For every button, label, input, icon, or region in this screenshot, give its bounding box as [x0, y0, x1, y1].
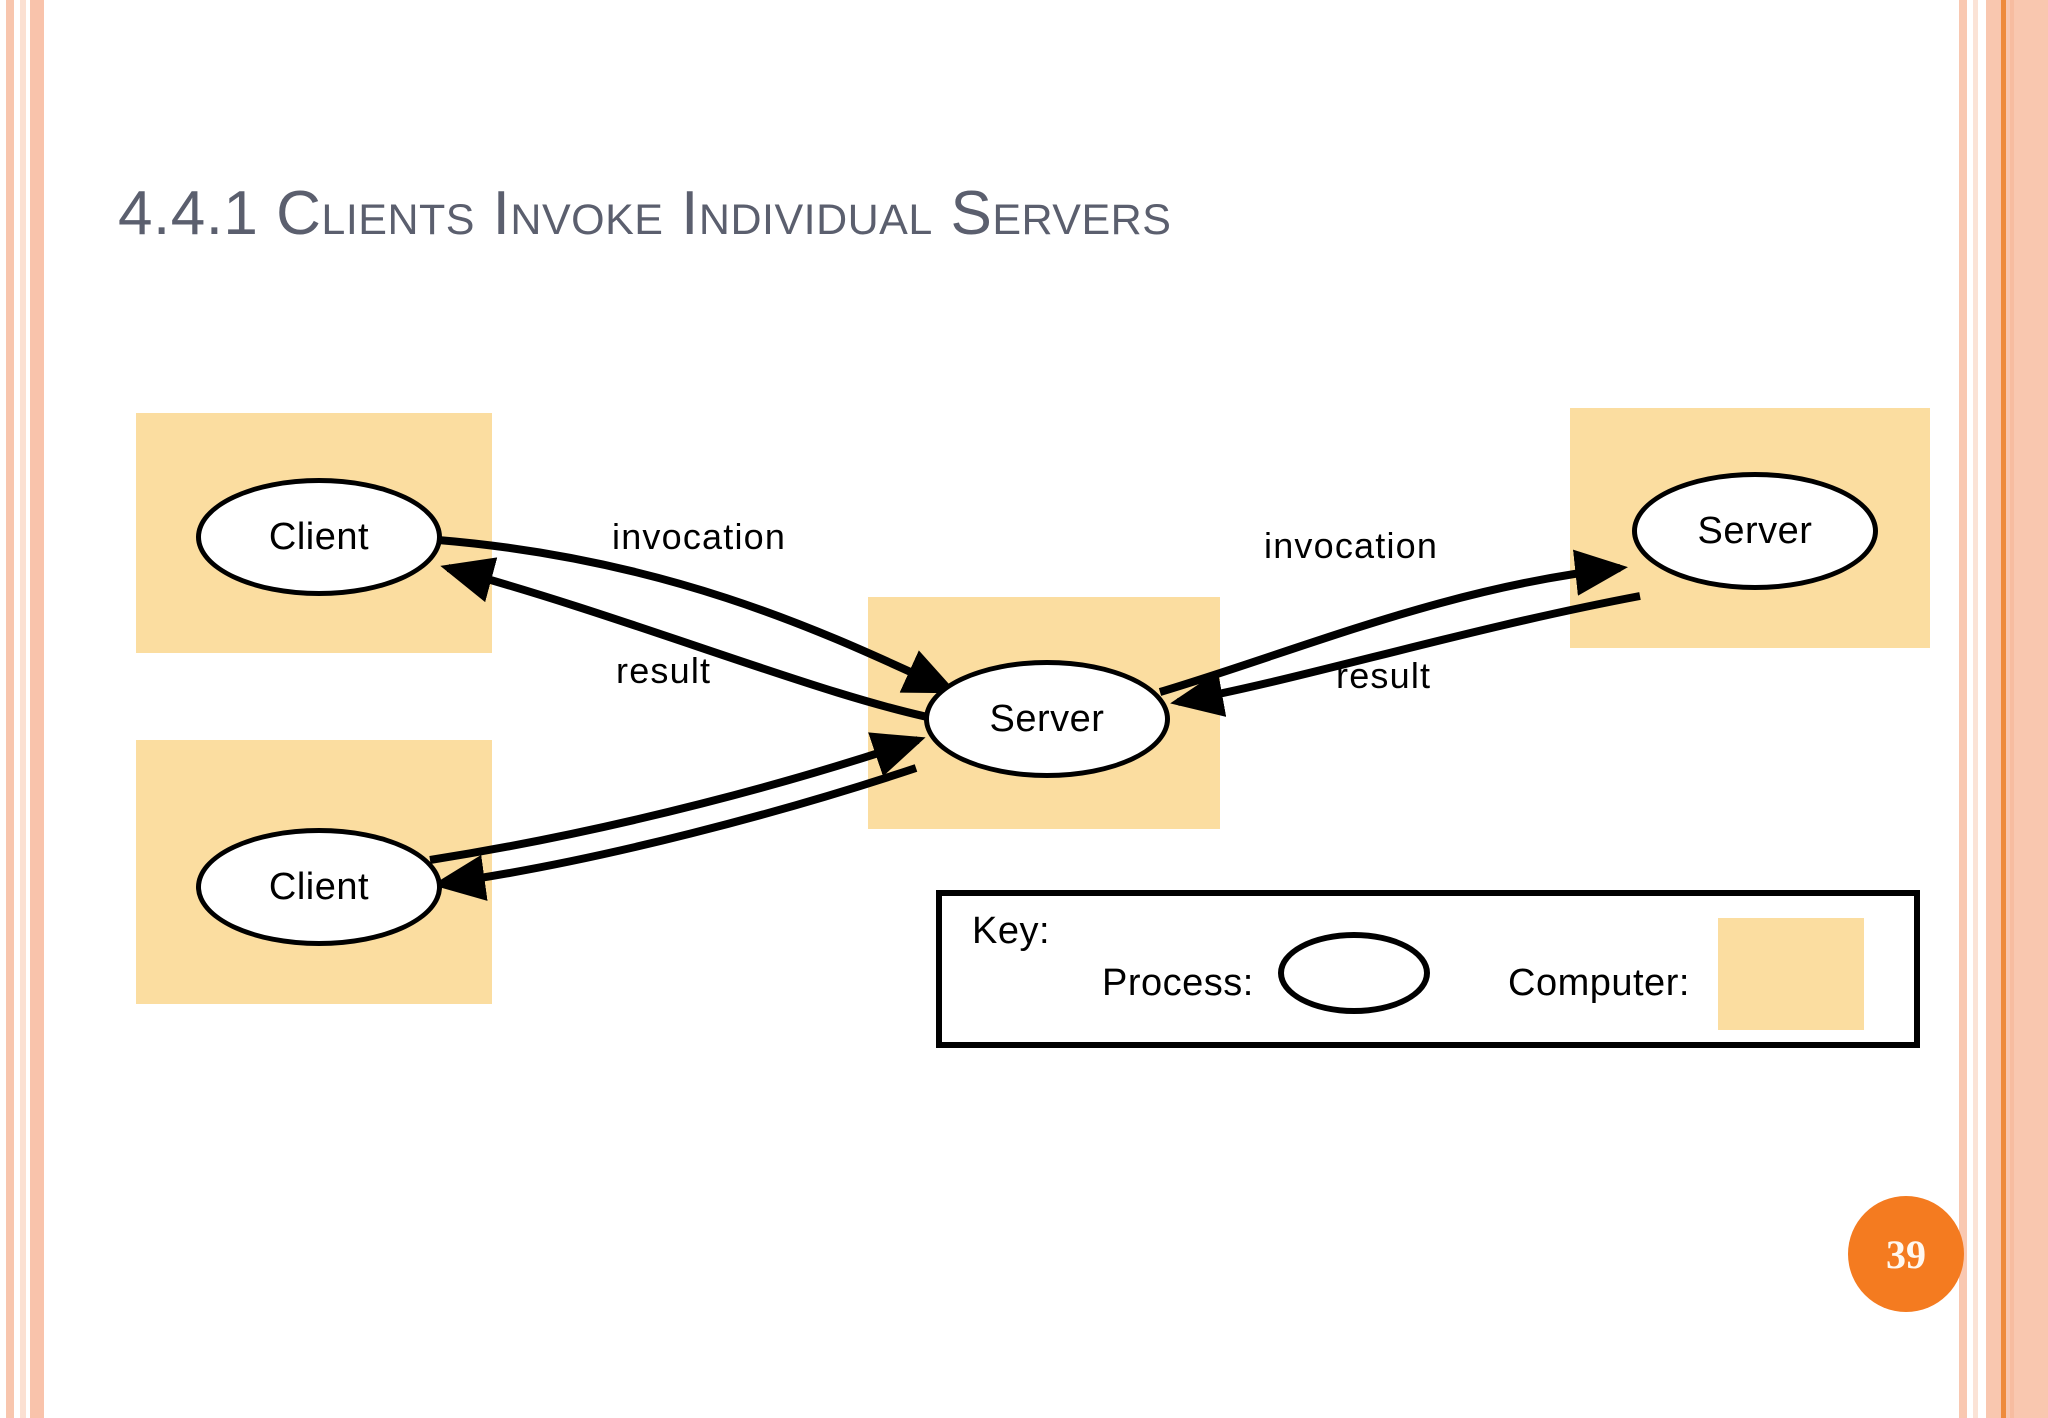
- key-process-ellipse-icon: [1278, 932, 1430, 1014]
- key-process-label: Process:: [1102, 962, 1254, 1004]
- border-stripe-right-accent: [2001, 0, 2006, 1418]
- page-number-badge: 39: [1848, 1196, 1964, 1312]
- border-stripe-right-light: [2010, 0, 2014, 1418]
- edge-client-bottom-invocation: [429, 732, 926, 864]
- border-stripe-right-thin: [1959, 0, 1967, 1418]
- edge-client-bottom-result: [432, 764, 918, 901]
- key-legend: Key: Process: Computer:: [936, 890, 1920, 1048]
- key-computer-swatch-icon: [1718, 918, 1864, 1030]
- key-computer-label: Computer:: [1508, 962, 1690, 1004]
- node-client-bottom[interactable]: Client: [196, 828, 442, 946]
- edge-label-result-right: result: [1336, 655, 1432, 696]
- edge-label-invocation-right: invocation: [1264, 525, 1439, 566]
- page-title-text: Clients Invoke Individual Servers: [276, 179, 1172, 248]
- node-client-top[interactable]: Client: [196, 478, 442, 596]
- node-client-bottom-label: Client: [268, 865, 370, 908]
- border-stripe-right-pale: [1973, 0, 1978, 1418]
- page-title-number: 4.4.1: [118, 179, 277, 248]
- key-title: Key:: [972, 910, 1051, 952]
- edge-label-invocation-left: invocation: [612, 516, 787, 557]
- page-number-text: 39: [1886, 1231, 1926, 1277]
- border-stripe-left-outer: [6, 0, 14, 1418]
- border-stripe-left-middle: [20, 0, 26, 1418]
- node-server-right[interactable]: Server: [1632, 472, 1878, 590]
- page-title: 4.4.1 Clients Invoke Individual Servers: [118, 178, 1171, 249]
- node-client-top-label: Client: [268, 515, 370, 558]
- node-server-middle-label: Server: [989, 697, 1105, 740]
- border-stripe-right-band: [1986, 0, 2048, 1418]
- edge-label-result-left: result: [616, 650, 712, 691]
- border-stripe-left-inner: [30, 0, 44, 1418]
- node-server-right-label: Server: [1697, 509, 1813, 552]
- node-server-middle[interactable]: Server: [924, 660, 1170, 778]
